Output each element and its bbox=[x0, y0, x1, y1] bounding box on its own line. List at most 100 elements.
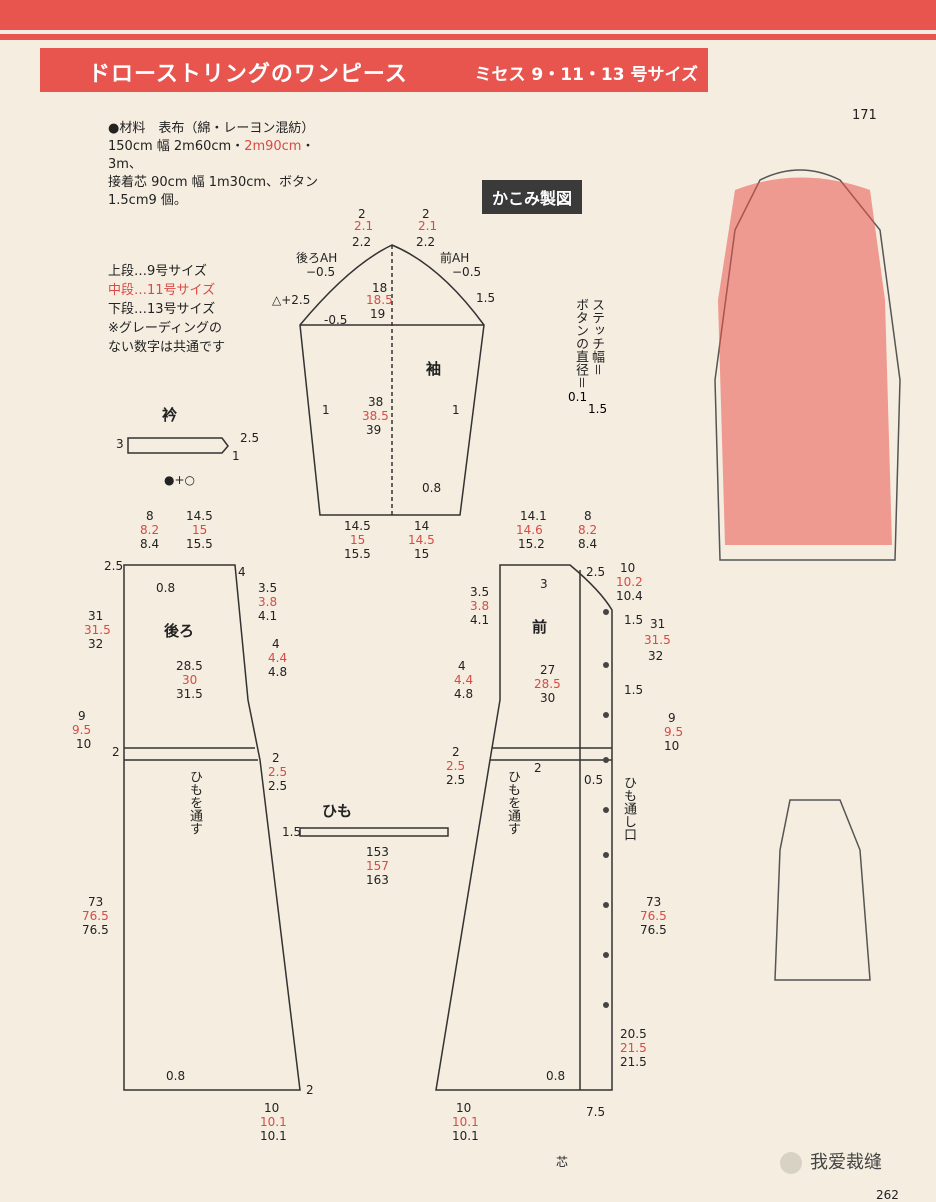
sl-delta: △+2.5 bbox=[272, 293, 310, 307]
b-15: 15 bbox=[192, 523, 207, 537]
button-mark bbox=[603, 952, 609, 958]
b-73: 73 bbox=[88, 895, 103, 909]
back-ah-value: −0.5 bbox=[306, 265, 335, 279]
size-label: ミセス 9・11・13 号サイズ bbox=[474, 65, 698, 85]
b-84: 8.4 bbox=[140, 537, 159, 551]
b-08b: 0.8 bbox=[166, 1069, 185, 1083]
legend-line: 中段…11号サイズ bbox=[108, 283, 216, 298]
sl-bw2: 15 bbox=[350, 533, 365, 547]
materials-text: ●材料 表布（綿・レーヨン混紡） 150cm 幅 2m60cm・2m90cm・3… bbox=[108, 120, 348, 210]
f-48: 4.8 bbox=[454, 687, 473, 701]
button-mark bbox=[603, 852, 609, 858]
b-25b: 2.5 bbox=[268, 765, 287, 779]
materials-line-3: 接着芯 90cm 幅 1m30cm、ボタン bbox=[108, 175, 319, 190]
f-8: 8 bbox=[584, 509, 592, 523]
button-mark bbox=[603, 662, 609, 668]
b-155: 15.5 bbox=[186, 537, 213, 551]
b-10: 10 bbox=[76, 737, 91, 751]
b-145: 14.5 bbox=[186, 509, 213, 523]
wechat-icon bbox=[780, 1152, 802, 1174]
f-152: 15.2 bbox=[518, 537, 545, 551]
b-38: 3.8 bbox=[258, 595, 277, 609]
front-string-note: ひもを通す bbox=[505, 770, 520, 835]
front-ah-value: −0.5 bbox=[452, 265, 481, 279]
b-41: 4.1 bbox=[258, 609, 277, 623]
b-765b: 76.5 bbox=[82, 923, 109, 937]
legend-line: ※グレーディングの bbox=[108, 321, 222, 336]
materials-line-2: 150cm 幅 2m60cm・2m90cm・3m、 bbox=[108, 139, 315, 172]
sl-top-c-2: 2.2 bbox=[416, 235, 435, 249]
f-73: 73 bbox=[646, 895, 661, 909]
string-piece bbox=[299, 827, 449, 837]
f-3: 3 bbox=[540, 577, 548, 591]
string-label: ひも bbox=[322, 802, 352, 820]
button-note-v1: 0.1 bbox=[568, 390, 588, 404]
collar-3: 3 bbox=[116, 437, 124, 451]
b-10b: 10 bbox=[264, 1101, 279, 1115]
sl-top-c: 2.2 bbox=[352, 235, 371, 249]
f-32: 32 bbox=[648, 649, 663, 663]
f-15a: 1.5 bbox=[624, 613, 643, 627]
b-4: 4 bbox=[238, 565, 246, 579]
f-41: 4.1 bbox=[470, 613, 489, 627]
collar-25: 2.5 bbox=[240, 431, 259, 445]
sl-l2: 38.5 bbox=[362, 409, 389, 423]
f-141: 14.1 bbox=[520, 509, 547, 523]
b-48: 4.8 bbox=[268, 665, 287, 679]
button-mark bbox=[603, 807, 609, 813]
interfacing-label: 芯 bbox=[556, 1155, 568, 1169]
button-mark bbox=[603, 712, 609, 718]
f-10b: 10 bbox=[664, 739, 679, 753]
button-note-2: ステッチ幅＝ bbox=[589, 298, 604, 377]
b-44: 4.4 bbox=[268, 651, 287, 665]
small-sketch bbox=[774, 799, 871, 981]
sl-top-b-2: 2.1 bbox=[418, 219, 437, 233]
f-2: 2 bbox=[452, 745, 460, 759]
sl-bf3: 15 bbox=[414, 547, 429, 561]
sl-1b: 1 bbox=[452, 403, 460, 417]
f-765b: 76.5 bbox=[640, 923, 667, 937]
page-footer: 262 bbox=[876, 1188, 899, 1202]
size-legend: 上段…9号サイズ 中段…11号サイズ 下段…13号サイズ ※グレーディングの な… bbox=[108, 262, 225, 357]
b-4b: 4 bbox=[272, 637, 280, 651]
b-25c: 2.5 bbox=[268, 779, 287, 793]
b-2: 2 bbox=[112, 745, 120, 759]
s-163: 163 bbox=[366, 873, 389, 887]
f-95: 9.5 bbox=[664, 725, 683, 739]
legend-line: 下段…13号サイズ bbox=[108, 302, 216, 317]
legend-line: ない数字は共通です bbox=[108, 340, 226, 355]
f-38: 3.8 bbox=[470, 599, 489, 613]
string-opening-note: ひも通し口 bbox=[621, 776, 636, 841]
s-15: 1.5 bbox=[282, 825, 301, 839]
f-25c: 2.5 bbox=[446, 773, 465, 787]
f-765: 76.5 bbox=[640, 909, 667, 923]
sl-08: 0.8 bbox=[422, 481, 441, 495]
sl-l3: 39 bbox=[366, 423, 381, 437]
f-10c: 10 bbox=[456, 1101, 471, 1115]
top-stripe bbox=[0, 0, 936, 30]
sl-1a: 1 bbox=[322, 403, 330, 417]
front-ah-label: 前AH bbox=[440, 250, 469, 265]
back-string-note: ひもを通す bbox=[187, 770, 202, 835]
button-mark bbox=[603, 757, 609, 763]
sl-05: -0.5 bbox=[324, 313, 347, 327]
sl-bf2: 14.5 bbox=[408, 533, 435, 547]
f-2b: 2 bbox=[534, 761, 542, 775]
page-title: ドローストリングのワンピース bbox=[88, 62, 408, 87]
sl-bw3: 15.5 bbox=[344, 547, 371, 561]
button-note-1: ボタンの直径＝ bbox=[573, 298, 588, 390]
collar-label: 衿 bbox=[162, 406, 177, 424]
sl-h1: 18 bbox=[372, 281, 387, 295]
f-05: 0.5 bbox=[584, 773, 603, 787]
b-315: 31.5 bbox=[84, 623, 111, 637]
button-mark bbox=[603, 1002, 609, 1008]
f-205: 20.5 bbox=[620, 1027, 647, 1041]
b-9: 9 bbox=[78, 709, 86, 723]
b-765: 76.5 bbox=[82, 909, 109, 923]
f-82: 8.2 bbox=[578, 523, 597, 537]
f-285: 28.5 bbox=[534, 677, 561, 691]
b-82: 8.2 bbox=[140, 523, 159, 537]
f-104: 10.4 bbox=[616, 589, 643, 603]
front-piece bbox=[435, 564, 613, 1091]
